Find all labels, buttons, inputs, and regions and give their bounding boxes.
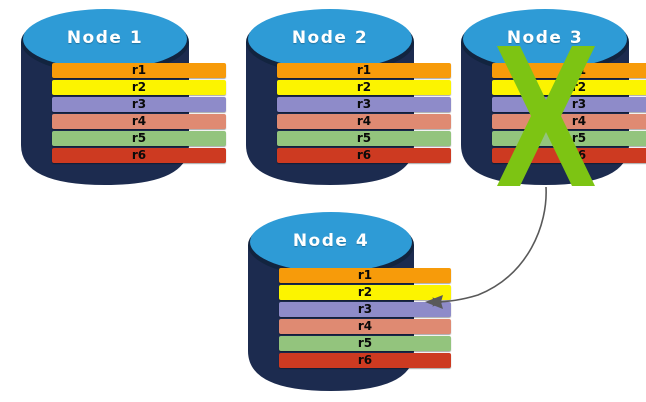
row-r1[interactable]: r1: [52, 63, 226, 78]
node-4[interactable]: Node 4 r1 r2 r3 r4 r5 r6: [245, 208, 451, 394]
row-r6[interactable]: r6: [52, 148, 226, 163]
row-r3[interactable]: r3: [279, 302, 451, 317]
row-r3[interactable]: r3: [52, 97, 226, 112]
row-r4[interactable]: r4: [492, 114, 646, 129]
row-r1[interactable]: r1: [277, 63, 451, 78]
node-3-rows: r1 r2 r3 r4 r5 r6: [458, 63, 646, 165]
row-r2[interactable]: r2: [492, 80, 646, 95]
row-label: r6: [357, 353, 373, 367]
row-r4[interactable]: r4: [277, 114, 451, 129]
node-1-rows: r1 r2 r3 r4 r5 r6: [18, 63, 260, 165]
row-label: r2: [131, 80, 147, 94]
row-r5[interactable]: r5: [492, 131, 646, 146]
node-2[interactable]: Node 2 r1 r2 r3 r4 r5 r6: [243, 5, 451, 188]
row-label: r1: [356, 63, 372, 77]
row-label: r2: [356, 80, 372, 94]
row-r5[interactable]: r5: [277, 131, 451, 146]
row-r1[interactable]: r1: [279, 268, 451, 283]
node-2-rows: r1 r2 r3 r4 r5 r6: [243, 63, 485, 165]
row-label: r6: [356, 148, 372, 162]
row-r3[interactable]: r3: [277, 97, 451, 112]
row-label: r4: [357, 319, 373, 333]
row-r2[interactable]: r2: [52, 80, 226, 95]
row-r2[interactable]: r2: [277, 80, 451, 95]
row-label: r2: [571, 80, 587, 94]
row-r5[interactable]: r5: [279, 336, 451, 351]
node-1[interactable]: Node 1 r1 r2 r3 r4 r5 r6: [18, 5, 226, 188]
row-label: r3: [357, 302, 373, 316]
row-r1[interactable]: r1: [492, 63, 646, 78]
row-label: r6: [131, 148, 147, 162]
row-r3[interactable]: r3: [492, 97, 646, 112]
row-label: r5: [357, 336, 373, 350]
row-r4[interactable]: r4: [52, 114, 226, 129]
row-label: r5: [571, 131, 587, 145]
node-4-rows: r1 r2 r3 r4 r5 r6: [245, 268, 485, 370]
row-label: r4: [356, 114, 372, 128]
row-label: r3: [571, 97, 587, 111]
row-label: r1: [357, 268, 373, 282]
row-label: r3: [131, 97, 147, 111]
row-label: r1: [571, 63, 587, 77]
row-label: r5: [131, 131, 147, 145]
row-r5[interactable]: r5: [52, 131, 226, 146]
row-label: r4: [131, 114, 147, 128]
row-label: r4: [571, 114, 587, 128]
row-r4[interactable]: r4: [279, 319, 451, 334]
row-label: r2: [357, 285, 373, 299]
row-r2[interactable]: r2: [279, 285, 451, 300]
row-r6[interactable]: r6: [277, 148, 451, 163]
row-label: r6: [571, 148, 587, 162]
node-3[interactable]: Node 3 r1 r2 r3 r4 r5 r6: [458, 5, 646, 188]
row-r6[interactable]: r6: [492, 148, 646, 163]
row-label: r3: [356, 97, 372, 111]
row-label: r5: [356, 131, 372, 145]
row-r6[interactable]: r6: [279, 353, 451, 368]
row-label: r1: [131, 63, 147, 77]
